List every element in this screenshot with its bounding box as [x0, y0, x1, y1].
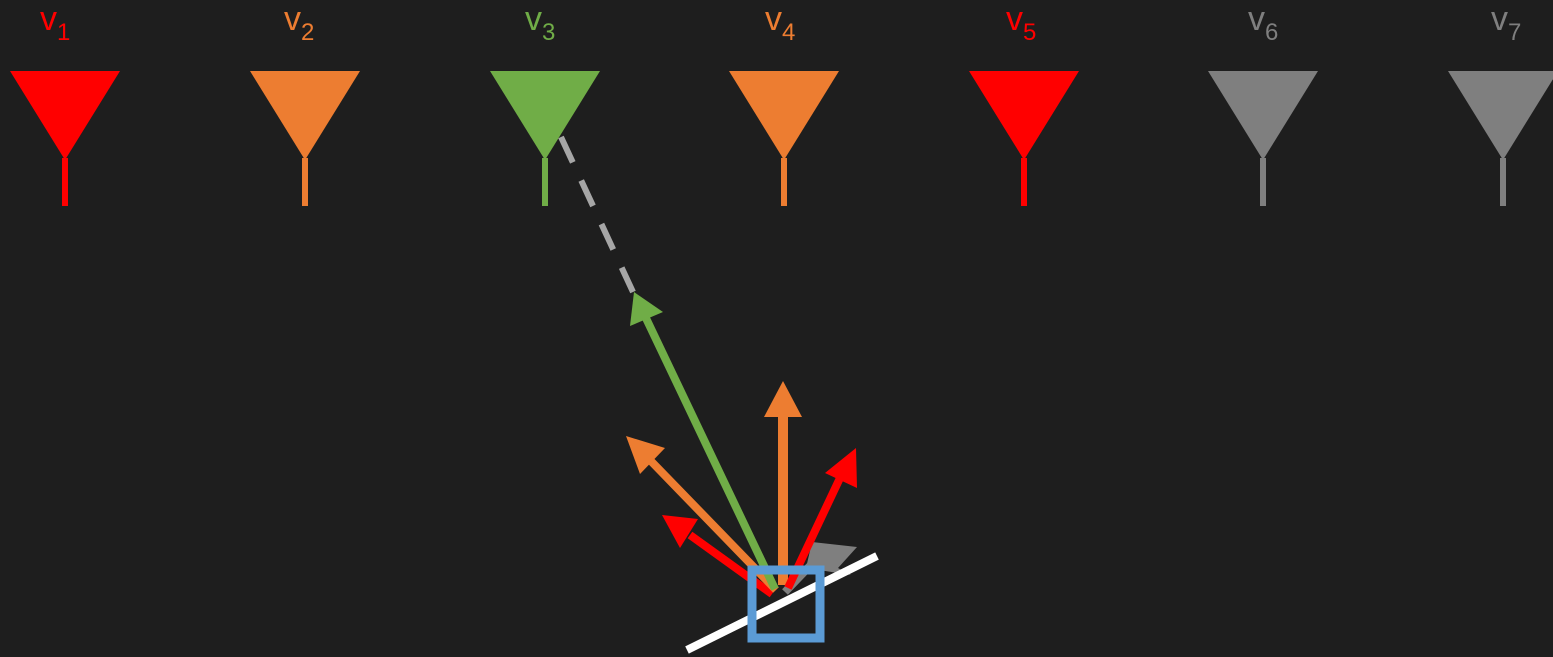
antenna-label: v2 — [284, 0, 314, 46]
arrow-head — [626, 436, 665, 474]
antenna-letter: v — [765, 0, 782, 38]
antenna-body — [250, 71, 360, 160]
antenna-subscript: 2 — [301, 19, 314, 46]
antenna-label: v7 — [1491, 0, 1521, 46]
arrow-head — [825, 448, 857, 488]
antenna-v4: v4 — [729, 0, 839, 206]
antenna-subscript: 5 — [1023, 19, 1036, 46]
dashed-extension-line — [558, 135, 636, 294]
arrow-shaft — [640, 312, 779, 591]
antenna-body — [1448, 71, 1553, 160]
antenna-v3: v3 — [490, 0, 600, 206]
antenna-body — [729, 71, 839, 160]
antenna-v1: v1 — [10, 0, 120, 206]
antenna-subscript: 7 — [1508, 19, 1521, 46]
antenna-body — [969, 71, 1079, 160]
reflector-box — [747, 565, 825, 643]
antenna-v5: v5 — [969, 0, 1079, 206]
antenna-v7: v7 — [1448, 0, 1553, 206]
antenna-label: v4 — [765, 0, 795, 46]
red-left-arrow — [662, 515, 775, 598]
antenna-subscript: 1 — [57, 19, 70, 46]
antenna-label: v6 — [1248, 0, 1278, 46]
orange-up-arrow — [764, 381, 802, 585]
antenna-stem — [62, 158, 68, 206]
antenna-stem — [1500, 158, 1506, 206]
antenna-stem — [1021, 158, 1027, 206]
antenna-v2: v2 — [250, 0, 360, 206]
antenna-subscript: 3 — [542, 19, 555, 46]
arrow-shaft — [687, 531, 775, 598]
antenna-letter: v — [284, 0, 301, 38]
antenna-letter: v — [1491, 0, 1508, 38]
antenna-stem — [781, 158, 787, 206]
antenna-label: v5 — [1006, 0, 1036, 46]
antenna-body — [490, 71, 600, 160]
antenna-stem — [542, 158, 548, 206]
antenna-label: v1 — [40, 0, 70, 46]
green-long-arrow — [630, 292, 779, 591]
arrow-head — [662, 515, 698, 548]
antenna-stem — [1260, 158, 1266, 206]
reflecting-surface-line — [685, 552, 879, 654]
antenna-body — [10, 71, 120, 160]
antenna-letter: v — [40, 0, 57, 38]
arrow-head — [630, 292, 663, 326]
antenna-stem — [302, 158, 308, 206]
antenna-subscript: 4 — [782, 19, 795, 46]
antenna-letter: v — [1006, 0, 1023, 38]
antenna-letter: v — [525, 0, 542, 38]
antenna-label: v3 — [525, 0, 555, 46]
antenna-letter: v — [1248, 0, 1265, 38]
antenna-v6: v6 — [1208, 0, 1318, 206]
antenna-subscript: 6 — [1265, 19, 1278, 46]
arrow-head — [764, 381, 802, 417]
antenna-body — [1208, 71, 1318, 160]
